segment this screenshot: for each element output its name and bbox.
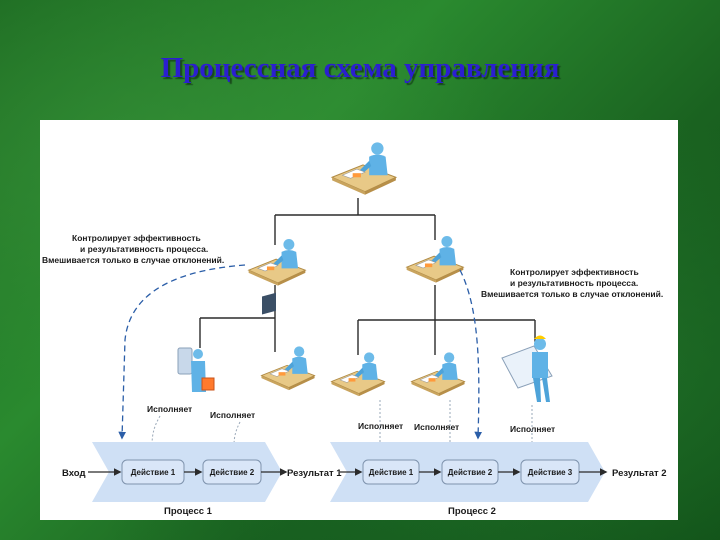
- manager-2-figure: [406, 235, 464, 284]
- note-right-line-1: Контролирует эффективность: [510, 267, 639, 277]
- process-diagram: Контролирует эффективность и результатив…: [42, 141, 667, 517]
- performer-3-label: Исполняет: [358, 421, 403, 431]
- performer-2-label: Исполняет: [210, 410, 255, 420]
- performer-action-links: [149, 400, 535, 447]
- p1-action-2-label: Действие 2: [210, 468, 255, 477]
- process-1-name: Процесс 1: [164, 506, 213, 517]
- p2-action-2-label: Действие 2: [448, 468, 493, 477]
- performer-3-figure: [330, 351, 386, 397]
- slide-title: Процессная схема управления: [160, 52, 560, 84]
- p1-action-1-label: Действие 1: [131, 468, 176, 477]
- result-2-label: Результат 2: [612, 468, 667, 479]
- performer-4-figure: [410, 351, 466, 397]
- supervisor-note-right: Контролирует эффективность и результатив…: [481, 267, 663, 299]
- performer-1-label: Исполняет: [147, 404, 192, 414]
- diagram-panel: Контролирует эффективность и результатив…: [40, 120, 678, 520]
- performer-2-figure: [260, 292, 316, 391]
- note-right-line-2: и результативность процесса.: [510, 278, 638, 288]
- p2-action-3-label: Действие 3: [528, 468, 573, 477]
- top-manager-figure: [331, 141, 397, 196]
- result-1-label: Результат 1: [287, 468, 342, 479]
- note-left-line-2: и результативность процесса.: [80, 244, 208, 254]
- oversight-arrow-right: [459, 269, 483, 440]
- performer-5-figure: [501, 335, 553, 402]
- process-2-name: Процесс 2: [448, 506, 496, 517]
- note-left-line-3: Вмешивается только в случае отклонений.: [42, 255, 224, 265]
- oversight-arrow-left: [118, 264, 246, 440]
- supervisor-note-left: Контролирует эффективность и результатив…: [42, 233, 224, 265]
- manager-1-figure: [248, 238, 306, 287]
- hierarchy-connectors: [199, 198, 536, 355]
- p2-action-1-label: Действие 1: [369, 468, 414, 477]
- performer-5-label: Исполняет: [510, 424, 555, 434]
- note-right-line-3: Вмешивается только в случае отклонений.: [481, 289, 663, 299]
- performer-1-figure: [177, 347, 215, 392]
- note-left-line-1: Контролирует эффективность: [72, 233, 201, 243]
- input-label: Вход: [62, 468, 86, 479]
- performer-4-label: Исполняет: [414, 422, 459, 432]
